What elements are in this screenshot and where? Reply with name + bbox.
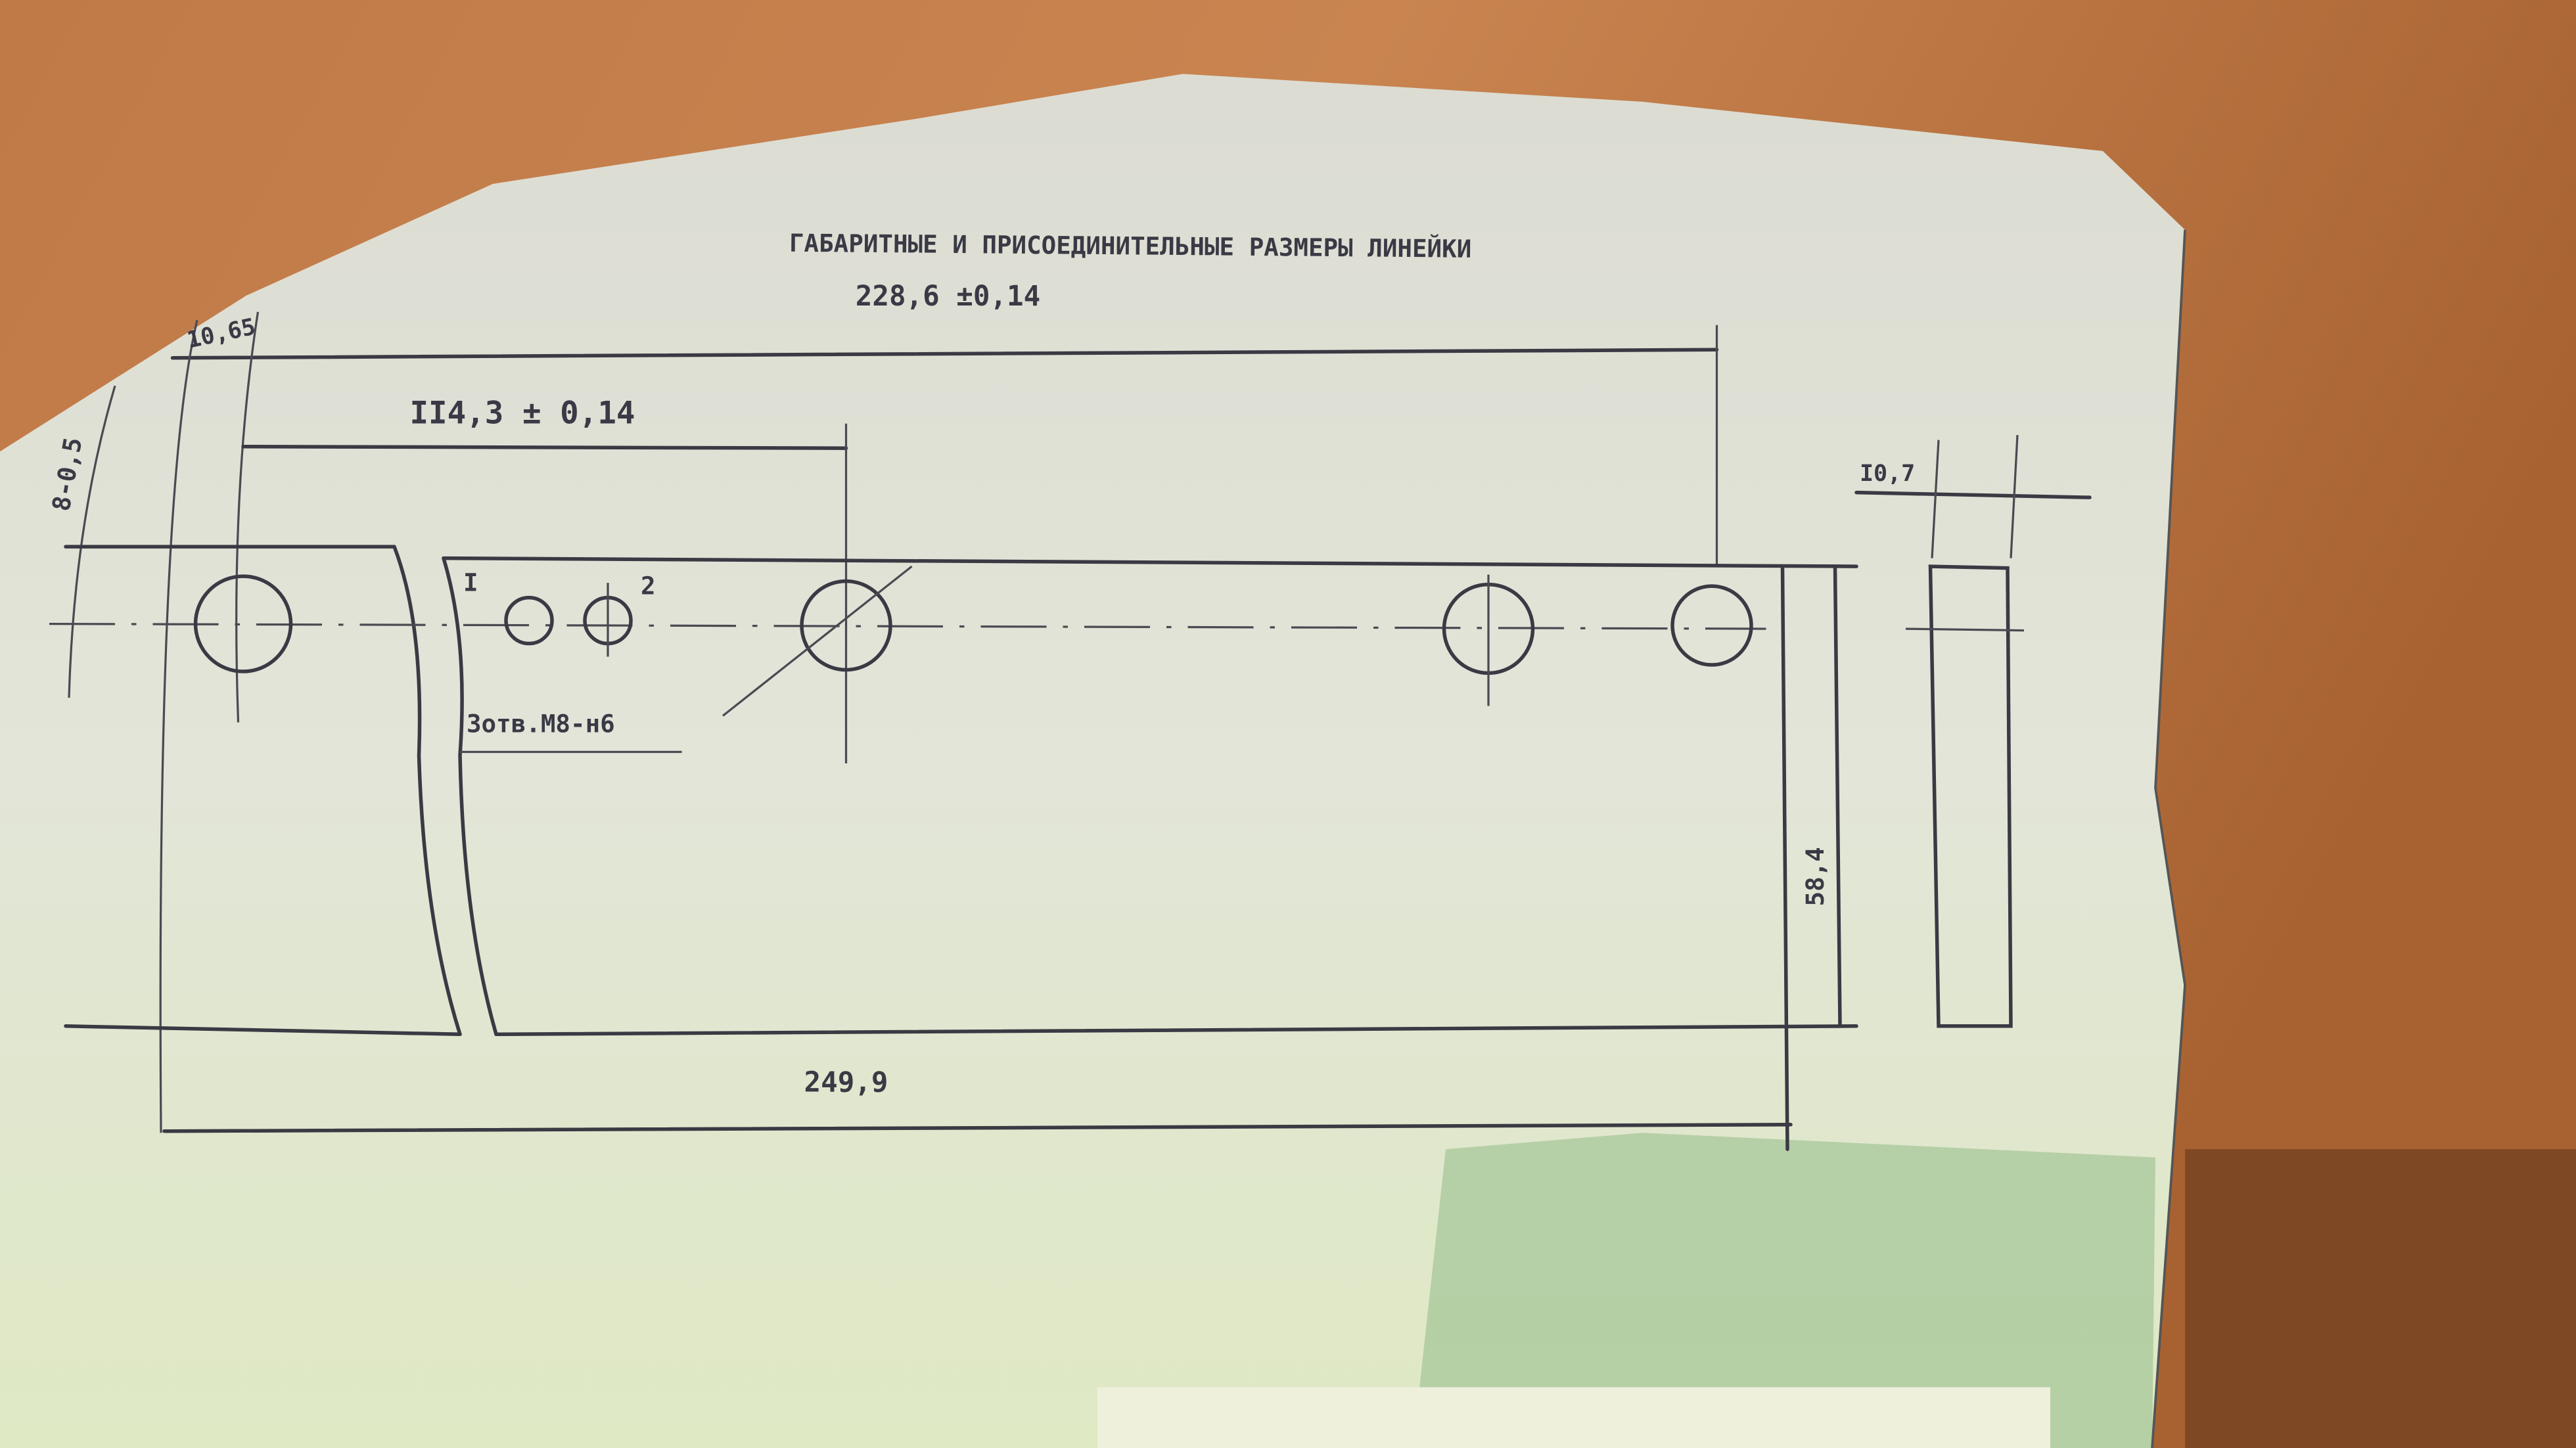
dim-overall-holes: 228,6 ±0,14 <box>856 281 1040 313</box>
dim-line-thickness <box>1854 490 2092 499</box>
hole <box>504 595 554 646</box>
hole-note: 3отв.М8-н6 <box>467 710 615 738</box>
hole <box>800 579 892 672</box>
break-line <box>442 556 498 1037</box>
part-right-edge <box>1780 564 1789 1151</box>
drawing-title: ГАБАРИТНЫЕ И ПРИСОЕДИНИТЕЛЬНЫЕ РАЗМЕРЫ Л… <box>789 229 1472 263</box>
dim-thickness: I0,7 <box>1860 461 1915 487</box>
part-bottom-edge <box>64 1024 462 1037</box>
extension-line <box>1931 440 1940 558</box>
break-line <box>392 545 462 1037</box>
paper-sheet <box>0 74 2185 1448</box>
table-shadow <box>2185 1149 2576 1448</box>
dim-line-total <box>162 1122 1793 1133</box>
dim-half-holes: II4,3 ± 0,14 <box>409 396 635 432</box>
center-line <box>49 622 1766 630</box>
hole <box>193 574 293 673</box>
paper-scrap <box>1097 1387 2050 1448</box>
side-view-axis <box>1905 627 2025 632</box>
leader-line <box>722 565 913 717</box>
hole-label-2: 2 <box>641 572 656 600</box>
dim-line-half <box>241 444 848 450</box>
side-view-outline <box>1928 564 2013 1028</box>
extension-line <box>68 385 116 698</box>
hole <box>1670 584 1753 667</box>
dim-line-height <box>1833 564 1842 1028</box>
hand-shadow <box>1413 1133 2155 1448</box>
extension-line <box>159 319 198 1133</box>
extension-line <box>235 311 260 723</box>
part-top-edge <box>442 556 1858 568</box>
extension-line <box>2010 435 2019 558</box>
dim-line-overall <box>170 348 1719 360</box>
hole-label-1: I <box>463 568 478 597</box>
part-bottom-edge <box>494 1024 1858 1037</box>
dim-total-length: 249,9 <box>804 1067 888 1099</box>
dim-height: 58,4 <box>1801 847 1829 906</box>
paper-edge <box>2151 229 2186 1448</box>
